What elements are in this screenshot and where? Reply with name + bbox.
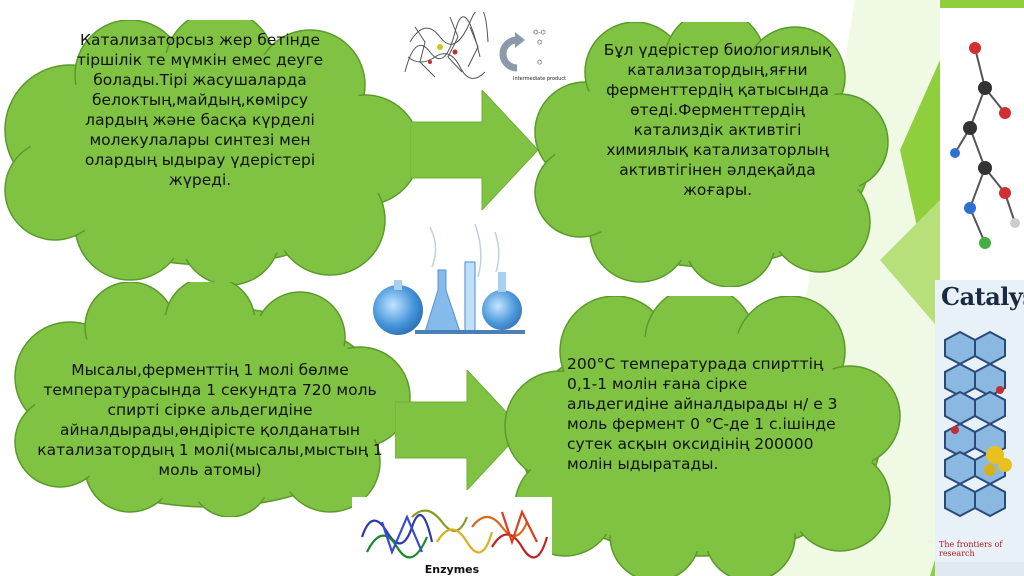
svg-text:⌬: ⌬ — [537, 59, 542, 66]
cloud-bottom-left: Мысалы,ферменттің 1 молі бөлме температу… — [0, 282, 420, 517]
cloud-text: Катализаторсыз жер бетінде тіршілік те м… — [76, 31, 324, 189]
arrow-right-bottom — [395, 370, 524, 490]
cloud-top-left: Катализаторсыз жер бетінде тіршілік те м… — [0, 20, 420, 285]
svg-text:⌬: ⌬ — [537, 39, 542, 46]
diagram-label: Intermediate product — [513, 76, 567, 82]
enzymes-label: Enzymes — [424, 563, 480, 576]
molecule-model-image — [945, 28, 1024, 273]
cloud-bottom-right: 200°С температурада спирттің 0,1-1 молін… — [495, 296, 905, 576]
protein-structure-image — [400, 12, 492, 84]
cloud-shape — [534, 22, 889, 287]
svg-text:⌬-⌬: ⌬-⌬ — [533, 29, 546, 36]
cloud-shape — [14, 282, 411, 517]
cloud-top-right: Бұл үдерістер биологиялық катализатордың… — [530, 22, 890, 287]
lab-glassware-image — [370, 222, 530, 340]
cloud-shape — [504, 296, 901, 576]
catalyst-book-cover-image: Catalyst The frontiers of research — [935, 280, 1024, 576]
cloud-text: Бұл үдерістер биологиялық катализатордың… — [603, 41, 832, 199]
catalyst-cover-subtitle: The frontiers of research — [939, 540, 1003, 558]
cloud-text: Мысалы,ферменттің 1 молі бөлме температу… — [37, 361, 383, 479]
arrow-right-top — [410, 90, 539, 210]
cloud-shape — [4, 20, 420, 285]
reaction-diagram-image: ⌬-⌬ ⌬ ⌬ Intermediate product — [495, 12, 570, 84]
catalyst-cover-title: Catalyst — [941, 282, 1024, 311]
enzymes-image: Enzymes — [352, 497, 552, 576]
cloud-text: 200°С температурада спирттің 0,1-1 молін… — [567, 355, 838, 473]
